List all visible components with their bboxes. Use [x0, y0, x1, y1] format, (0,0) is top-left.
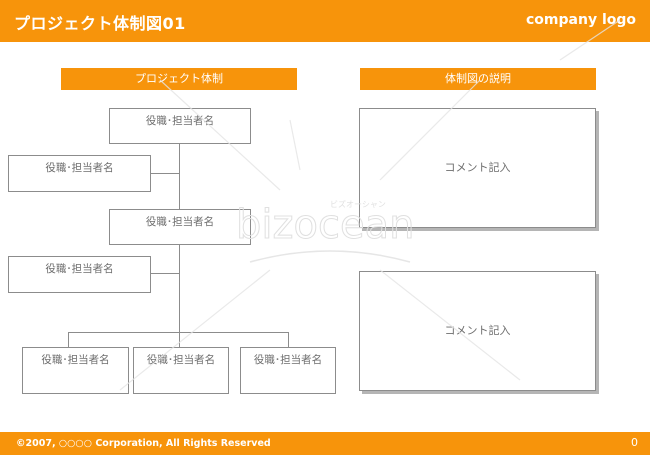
connector-line	[288, 332, 289, 347]
org-node-bottom-1: 役職･担当者名	[22, 347, 129, 394]
org-node-bottom-3: 役職･担当者名	[240, 347, 336, 394]
comment-box-1: コメント記入	[359, 108, 596, 228]
org-node-staff-2: 役職･担当者名	[8, 256, 151, 293]
org-node-staff-1: 役職･担当者名	[8, 155, 151, 192]
connector-line	[150, 273, 180, 274]
org-node-top: 役職･担当者名	[109, 108, 251, 144]
copyright-text: ©2007, ○○○○ Corporation, All Rights Rese…	[16, 438, 271, 449]
header-bar: プロジェクト体制図01 company logo	[0, 0, 650, 42]
connector-line	[150, 173, 180, 174]
connector-line	[179, 332, 180, 347]
comment-box-2: コメント記入	[359, 271, 596, 391]
org-node-bottom-2: 役職･担当者名	[133, 347, 229, 394]
page-title: プロジェクト体制図01	[14, 14, 186, 33]
org-chart-heading: プロジェクト体制	[61, 68, 297, 90]
org-node-middle: 役職･担当者名	[109, 209, 251, 245]
description-heading: 体制図の説明	[360, 68, 596, 90]
footer-bar: ©2007, ○○○○ Corporation, All Rights Rese…	[0, 432, 650, 455]
company-logo: company logo	[526, 12, 636, 28]
page-number: 0	[631, 436, 638, 449]
connector-line	[68, 332, 69, 347]
